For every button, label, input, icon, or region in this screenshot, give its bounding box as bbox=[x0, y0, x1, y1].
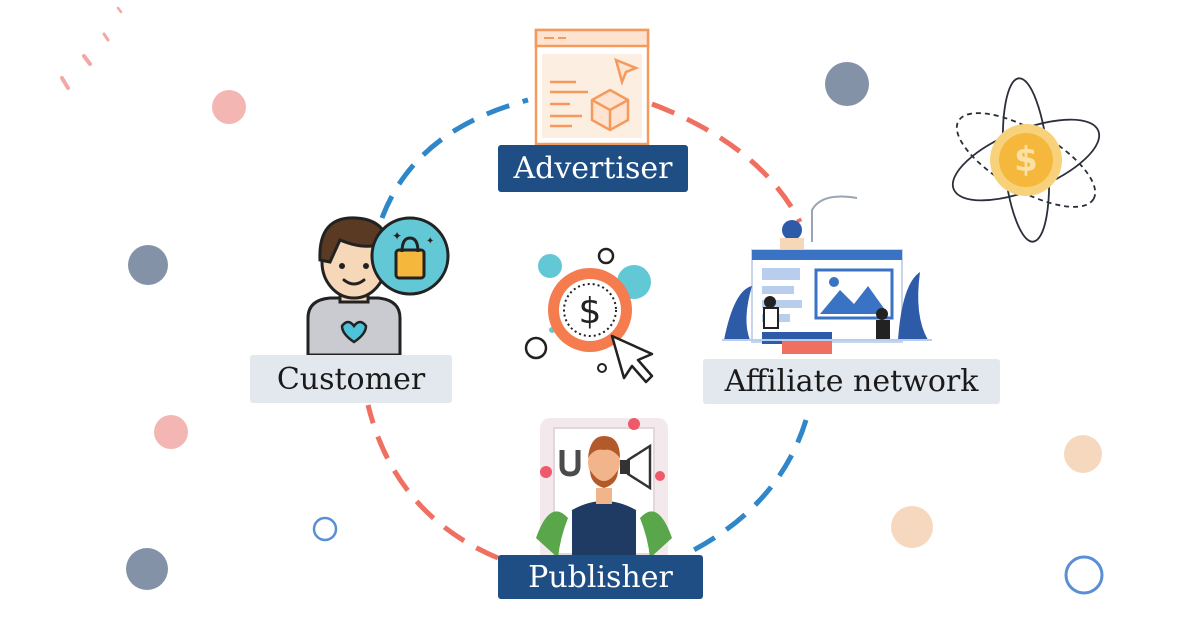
money-click-icon: $ bbox=[524, 247, 654, 384]
deco-dash bbox=[60, 76, 70, 90]
customer-label: Customer bbox=[250, 355, 452, 403]
deco-blob bbox=[891, 506, 933, 548]
deco-blob bbox=[128, 245, 168, 285]
shopper-avatar-icon: ✦ ✦ bbox=[306, 216, 450, 357]
svg-text:✦: ✦ bbox=[392, 229, 402, 243]
deco-ring bbox=[312, 516, 338, 542]
influencer-megaphone-icon bbox=[536, 418, 672, 564]
web-network-illustration-icon bbox=[722, 195, 932, 354]
arc-affiliate-to-publisher bbox=[688, 419, 809, 555]
cycle-arcs bbox=[365, 97, 809, 561]
svg-text:$: $ bbox=[1014, 140, 1038, 180]
svg-text:$: $ bbox=[579, 291, 602, 332]
arc-publisher-to-customer bbox=[365, 404, 499, 561]
deco-dash bbox=[82, 54, 92, 66]
arc-advertiser-to-affiliate bbox=[651, 101, 803, 224]
deco-blob bbox=[212, 90, 246, 124]
affiliate-network-label: Affiliate network bbox=[703, 359, 1000, 404]
deco-dash bbox=[102, 32, 110, 42]
arc-customer-to-advertiser bbox=[379, 97, 529, 219]
browser-window-icon bbox=[534, 28, 650, 146]
svg-text:✦: ✦ bbox=[426, 236, 434, 247]
background-decorations bbox=[60, 6, 1104, 595]
deco-blob bbox=[1064, 435, 1102, 473]
deco-blob bbox=[825, 62, 869, 106]
deco-blob bbox=[126, 548, 168, 590]
advertiser-label: Advertiser bbox=[498, 145, 688, 192]
deco-blob bbox=[154, 415, 188, 449]
deco-ring bbox=[1064, 555, 1104, 595]
publisher-label: Publisher bbox=[498, 555, 703, 599]
dollar-atom-icon: $ bbox=[951, 77, 1101, 243]
deco-dash bbox=[116, 6, 123, 14]
